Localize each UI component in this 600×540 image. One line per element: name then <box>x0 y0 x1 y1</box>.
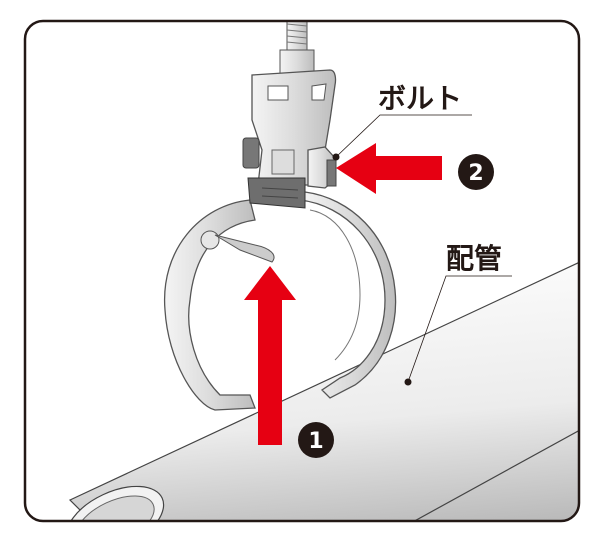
bolt-leader-line <box>332 114 472 161</box>
step-marker-2: 2 <box>458 154 494 190</box>
threaded-rod <box>279 21 315 78</box>
frame <box>23 19 581 523</box>
svg-text:2: 2 <box>468 161 483 186</box>
pipe <box>65 261 579 521</box>
red-arrow-left-icon <box>336 143 442 194</box>
svg-text:1: 1 <box>308 429 323 454</box>
bolt-label: ボルト <box>378 82 462 115</box>
step-marker-1: 1 <box>298 422 334 458</box>
clamp-band <box>163 191 397 411</box>
red-arrow-up-icon <box>244 266 296 445</box>
pipe-leader-line <box>404 275 512 386</box>
pipe-label: 配管 <box>446 242 502 275</box>
bolt <box>307 146 337 189</box>
